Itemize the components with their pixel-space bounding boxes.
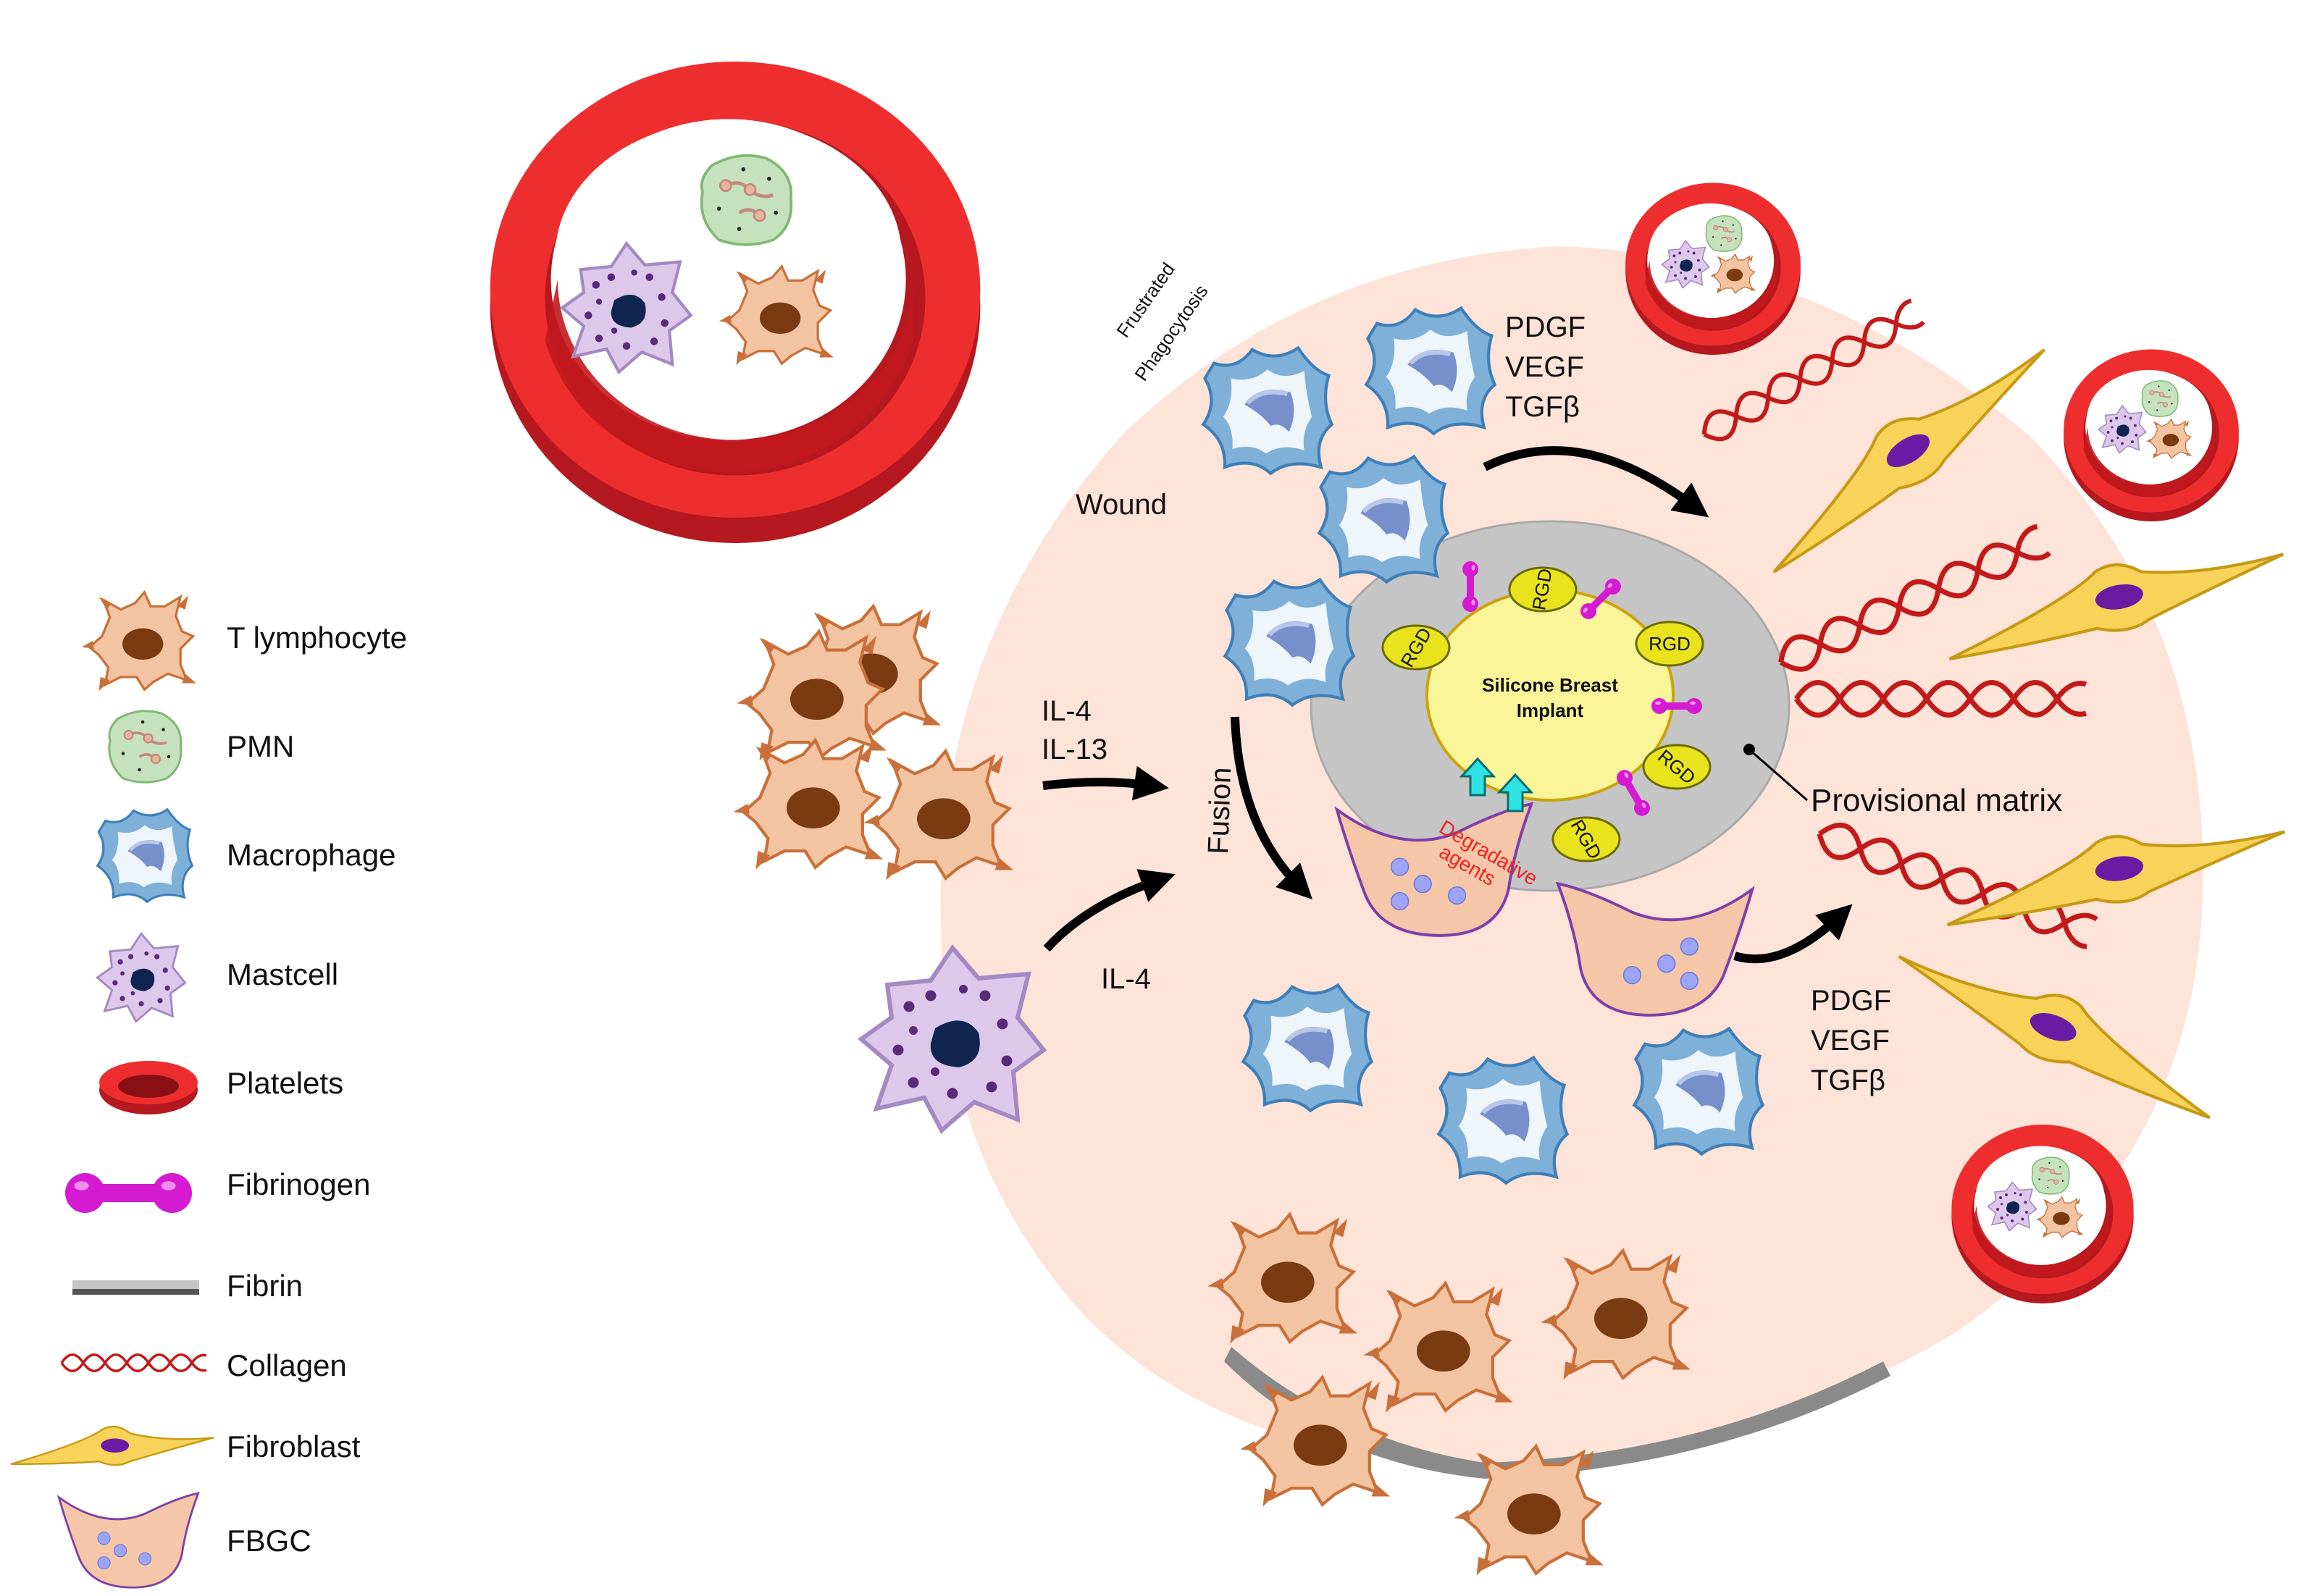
legend-label-macrophage: Macrophage xyxy=(227,838,395,872)
provisional-matrix-label: Provisional matrix xyxy=(1811,783,2062,818)
fibrin-icon xyxy=(72,1280,199,1295)
gf-bottom-pdgf: PDGF xyxy=(1811,985,1891,1017)
provisional-matrix-pointer xyxy=(1748,748,1808,802)
blood-vessel-large xyxy=(490,62,981,543)
il4-label-top: IL-4 xyxy=(1042,695,1092,727)
t-lymphocyte-icon xyxy=(80,591,198,692)
arrow-growth-factors-top xyxy=(1483,446,1709,518)
macrophage-icon xyxy=(98,810,193,902)
legend: T lymphocyte PMN Macrophage Mastcell Pla… xyxy=(9,591,407,1589)
fusion-label: Fusion xyxy=(1202,767,1237,855)
macrophage xyxy=(1243,986,1371,1111)
legend-label-fibrinogen: Fibrinogen xyxy=(227,1167,370,1201)
macrophage xyxy=(1319,457,1447,582)
wound-label: Wound xyxy=(1076,489,1167,521)
fbgc-icon xyxy=(57,1492,200,1589)
collagen-icon xyxy=(60,1353,208,1372)
arrow-fusion xyxy=(1231,716,1312,899)
gf-bottom-tgfb: TGFβ xyxy=(1811,1064,1885,1096)
gf-top-tgfb: TGFβ xyxy=(1505,391,1580,423)
gf-top-vegf: VEGF xyxy=(1505,351,1584,383)
il13-label: IL-13 xyxy=(1042,734,1107,765)
macrophage xyxy=(1225,580,1353,705)
fibrinogen-icon xyxy=(65,1173,192,1213)
macrophage xyxy=(1366,308,1494,434)
macrophage xyxy=(1634,1029,1762,1154)
arrows xyxy=(1042,446,1853,964)
mastcell-icon xyxy=(96,932,187,1023)
il4-label-bottom: IL-4 xyxy=(1101,963,1151,995)
blood-vessel-top-right xyxy=(1625,182,1801,355)
legend-label-fibrin: Fibrin xyxy=(227,1269,303,1303)
cyan-arrow xyxy=(1459,757,1496,797)
arrow-il4-il13 xyxy=(1042,765,1169,801)
mastcell xyxy=(861,948,1044,1130)
t-lymphocyte xyxy=(863,751,1013,881)
implant-region: Silicone Breast Implant xyxy=(1310,520,1790,892)
rgd-label: RGD xyxy=(1649,633,1691,655)
implant-label-line1: Silicone Breast xyxy=(1482,674,1618,696)
legend-label-pmn: PMN xyxy=(227,729,294,763)
legend-label-mastcell: Mastcell xyxy=(227,957,338,991)
t-lymphocyte xyxy=(733,740,883,869)
legend-label-fibroblast: Fibroblast xyxy=(227,1429,361,1463)
arrow-growth-factors-bottom xyxy=(1733,904,1853,964)
cyan-arrow xyxy=(1496,773,1534,812)
arrow-il4 xyxy=(1043,869,1176,952)
pmn-icon xyxy=(107,709,183,784)
rgd-group: RGD RGD RGD RGD RGD xyxy=(1381,566,1712,863)
legend-label-platelets: Platelets xyxy=(227,1066,343,1100)
legend-label-fbgc: FBGC xyxy=(227,1524,311,1558)
gf-top-pdgf: PDGF xyxy=(1505,311,1586,343)
blood-vessel-bottom-right xyxy=(1951,1125,2134,1303)
blood-vessel-right xyxy=(2064,349,2239,521)
legend-label-t-lymphocyte: T lymphocyte xyxy=(227,621,407,655)
fibroblast-icon xyxy=(9,1425,215,1466)
macrophage xyxy=(1203,348,1331,474)
implant-label-line2: Implant xyxy=(1517,700,1584,721)
platelet-icon xyxy=(99,1061,198,1114)
t-lymphocyte xyxy=(737,631,887,760)
gf-bottom-vegf: VEGF xyxy=(1811,1025,1890,1057)
macrophage xyxy=(1438,1058,1567,1183)
legend-label-collagen: Collagen xyxy=(227,1348,347,1382)
pointer-dot xyxy=(1743,744,1755,755)
degradative-arrows xyxy=(1459,757,1534,812)
